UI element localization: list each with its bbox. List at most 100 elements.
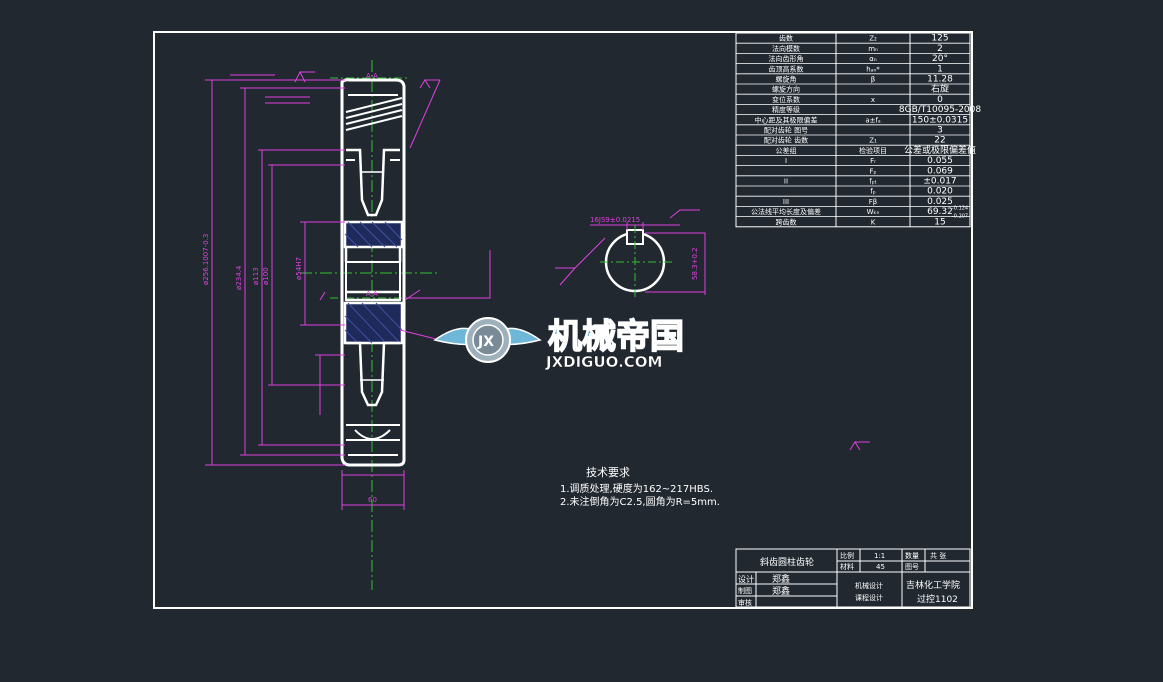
table-cell-name: 齿顶高系数: [769, 64, 804, 73]
watermark-logo-icon: JX: [433, 317, 542, 363]
table-row: 齿数 Z₂ 125: [779, 34, 949, 44]
table-cell-value: 右旋: [931, 83, 949, 95]
table-cell-name: 跨齿数: [776, 217, 797, 226]
table-row: 配对齿轮 图号 3: [736, 124, 970, 136]
table-cell-name: 变位系数: [772, 95, 800, 104]
dim-bore: ø54H7: [295, 257, 303, 280]
table-cell-value: 2: [937, 44, 943, 54]
table-row: 螺旋方向 右旋: [736, 83, 970, 95]
table-cell-name: 公差组: [776, 146, 797, 155]
course-line-2: 课程设计: [855, 593, 883, 602]
gear-section-view: [300, 60, 440, 590]
table-cell-value: 20°: [932, 54, 948, 64]
table-cell-symbol: Fₚ: [869, 167, 876, 175]
table-cell-name: 法向齿形角: [769, 54, 804, 63]
table-cell-symbol: αₙ: [869, 55, 877, 63]
table-cell-value: 11.28: [927, 75, 953, 85]
dim-d-hub: ø100: [262, 267, 270, 285]
table-cell-name: III: [783, 198, 789, 206]
qty-value: 共 张: [930, 551, 946, 560]
dim-keyway-t: 58.3+0.2: [691, 247, 699, 280]
scale-value: 1:1: [874, 552, 885, 560]
dim-d-inner: ø113: [252, 267, 260, 285]
table-cell-value: 150±0.0315: [912, 115, 968, 125]
table-cell-value: 15: [934, 217, 945, 227]
dim-keyway-w: 16JS9±0.0215: [590, 216, 640, 224]
table-cell-symbol: hₐₙ*: [866, 65, 880, 73]
school-name: 吉林化工学院: [906, 579, 960, 591]
table-cell-symbol: β: [871, 76, 875, 84]
table-cell-symbol: Wₖₙ: [867, 208, 880, 216]
table-row: 螺旋角 β 11.28: [736, 73, 970, 85]
material-label: 材料: [840, 562, 854, 571]
draw-name: 郑鑫: [772, 585, 790, 597]
table-row: 跨齿数 K 15: [736, 216, 970, 227]
table-cell-value: 0.069: [927, 166, 953, 176]
dim-section-lower: A-A: [366, 290, 378, 298]
table-cell-value: 3: [937, 126, 943, 136]
table-cell-value: 0.025: [927, 197, 953, 207]
design-name: 郑鑫: [772, 573, 790, 585]
table-cell-value: 0.020: [927, 187, 953, 197]
tech-req-title: 技术要求: [586, 466, 630, 479]
table-cell-symbol: 检验项目: [859, 146, 887, 155]
wkn-upper-tol: -0.124: [952, 205, 968, 211]
table-cell-value: 125: [931, 34, 948, 44]
table-cell-name: 齿数: [779, 34, 793, 43]
table-cell-name: 公法线平均长度及偏差: [751, 207, 821, 216]
table-cell-symbol: Fᵣ: [870, 157, 876, 165]
table-border: [735, 32, 971, 228]
course-line-1: 机械设计: [855, 581, 883, 590]
table-cell-symbol: K: [871, 218, 876, 226]
part-name: 斜齿圆柱齿轮: [760, 556, 814, 568]
table-row: 中心距及其极限偏差 a±fₐ 150±0.0315: [736, 114, 970, 125]
title-block: [735, 548, 971, 608]
dimension-lines: [205, 70, 870, 510]
watermark-logo-letters: JX: [477, 334, 494, 350]
tech-requirements: 技术要求 1.调质处理,硬度为162~217HBS. 2.未注倒角为C2.5,圆…: [560, 466, 720, 508]
table-row: 法向齿形角 αₙ 20°: [736, 53, 970, 64]
dim-width: 60: [368, 496, 377, 504]
review-label: 审核: [738, 598, 752, 607]
table-cell-symbol: Z₂: [869, 35, 877, 43]
table-cell-name: 中心距及其极限偏差: [755, 115, 818, 124]
table-cell-value: 公差或极限偏差值: [904, 144, 976, 156]
draw-label: 制图: [738, 586, 752, 595]
table-row: 公差组 检验项目 公差或极限偏差值: [736, 144, 976, 156]
table-cell-symbol: Z₁: [869, 137, 877, 145]
keyway-section-view: [555, 209, 706, 300]
table-cell-name: II: [784, 178, 788, 186]
table-cell-value: 22: [934, 136, 945, 146]
drawing-frame: [153, 31, 973, 609]
dim-df: ø234.4: [235, 265, 243, 290]
table-cell-name: 螺旋角: [776, 75, 797, 84]
table-cell-symbol: fₚₜ: [869, 178, 877, 186]
watermark: JX 机械帝国 JXDIGUO.COM: [433, 316, 685, 371]
dim-section-upper: A-A: [366, 72, 378, 80]
table-row: Fₚ 0.069: [736, 165, 970, 176]
table-cell-value: 8GB/T10095-2008: [899, 105, 981, 115]
table-cell-name: 螺旋方向: [772, 85, 800, 94]
table-cell-name: 法向模数: [772, 44, 800, 53]
table-cell-value: 0.055: [927, 156, 953, 166]
scale-label: 比例: [840, 551, 854, 560]
drawing-no-label: 图号: [905, 563, 919, 571]
table-cell-symbol: a±fₐ: [865, 116, 881, 124]
design-label: 设计: [738, 574, 754, 584]
tech-req-item-1: 1.调质处理,硬度为162~217HBS.: [560, 482, 713, 495]
class-name: 过控1102: [917, 593, 958, 605]
table-cell-name: 配对齿轮 图号: [764, 126, 808, 135]
table-cell-symbol: x: [871, 96, 875, 104]
qty-label: 数量: [905, 551, 919, 560]
